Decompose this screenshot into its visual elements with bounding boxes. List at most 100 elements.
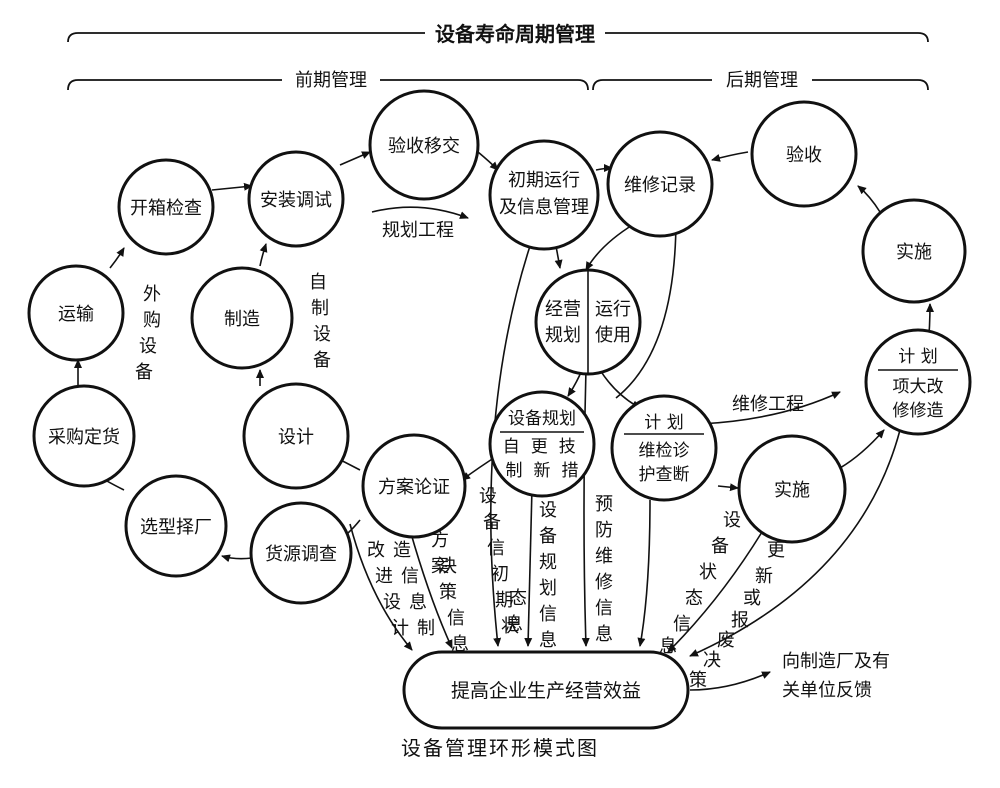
edge-center-goal	[581, 369, 590, 647]
col-1-char-1: 自	[503, 437, 520, 457]
node-xuanxing-label: 选型择厂	[140, 517, 212, 538]
label-shebei-guihua-xinxi-char: 息	[539, 630, 557, 651]
node-jihua2[interactable]: 计 划 项大改 修修造	[864, 328, 972, 436]
label-shebei-guihua-xinxi: 设备规划信息	[539, 500, 557, 651]
edge-jihua2-goal	[689, 429, 901, 657]
edge-huoyuan-xuanxing	[221, 554, 253, 563]
node-zhizao[interactable]: 制造	[190, 266, 294, 370]
label-fangan-juece-char: 息	[451, 634, 469, 655]
edge-center-jihua	[599, 369, 641, 409]
label-zizhi-char: 设	[313, 324, 331, 345]
edge-weixiu-jilu-center	[585, 223, 635, 271]
edge-shishi2-jihua2	[839, 429, 885, 469]
node-fangan[interactable]: 方案论证	[361, 433, 467, 539]
node-sheji[interactable]: 设计	[242, 382, 350, 490]
node-shebei-guihua-col-3: 技 措	[559, 437, 581, 481]
node-anzhuang[interactable]: 安装调试	[247, 150, 345, 248]
node-jihua2-title: 计 划	[898, 347, 937, 367]
node-caigou[interactable]: 采购定货	[32, 384, 136, 488]
label-waigou-char: 购	[143, 310, 161, 331]
node-shishi2[interactable]: 实施	[737, 434, 847, 544]
node-center-split[interactable]: 经营 规划 运行 使用	[534, 268, 642, 376]
label-shebei-chuqi-char: 期	[495, 590, 513, 611]
node-yunxing-label-1: 运行	[595, 299, 631, 320]
col-2-char-2: 新	[534, 461, 551, 481]
node-kaixiang-label: 开箱检查	[130, 198, 202, 219]
node-goal-label: 提高企业生产经营效益	[451, 680, 641, 702]
node-yanshou1-label: 验收移交	[388, 136, 460, 157]
label-fangan-juece-char: 方	[431, 530, 449, 551]
node-shebei-guihua[interactable]: 设备规划 自 制 更 新 技 措	[488, 390, 596, 498]
node-anzhuang-label: 安装调试	[260, 190, 332, 211]
edge-jihua-shishi2	[717, 483, 739, 492]
diagram-caption: 设备管理环形模式图	[401, 736, 599, 760]
node-yanshou2[interactable]: 验收	[750, 100, 858, 208]
col-2-char-1: 更	[531, 437, 548, 457]
edge-yanshou2-weixiu-jilu	[711, 151, 749, 162]
node-fangan-label: 方案论证	[378, 477, 450, 498]
node-yanshou2-label: 验收	[786, 145, 822, 166]
edge-zhizao-anzhuang	[259, 243, 268, 267]
label-guihua-gongcheng: 规划工程	[382, 220, 454, 241]
node-yunshu[interactable]: 运输	[27, 264, 125, 362]
node-kaixiang[interactable]: 开箱检查	[117, 158, 215, 256]
label-shebei-chuqi-char: 息	[505, 614, 523, 635]
node-chuqi-label-2: 及信息管理	[499, 197, 589, 218]
node-weixiu-jilu[interactable]: 维修记录	[606, 130, 714, 238]
label-shebei-guihua-xinxi-char: 规	[539, 552, 557, 573]
node-chuqi-label-1: 初期运行	[508, 170, 580, 191]
node-chuqi[interactable]: 初期运行 及信息管理	[488, 139, 600, 251]
node-jingying-label-2: 规划	[545, 325, 581, 346]
node-goal[interactable]: 提高企业生产经营效益	[402, 650, 690, 730]
early-management-header: 前期管理	[67, 66, 589, 91]
edge-shebei-guihua-goal	[524, 487, 533, 647]
early-management-title: 前期管理	[295, 70, 367, 91]
label-gengxin-baofei-char: 策	[689, 670, 707, 691]
label-feedback-2: 关单位反馈	[782, 680, 872, 701]
label-zhizao-xinxi-char: 息	[409, 592, 427, 613]
label-fangan-juece-char: 策	[439, 582, 457, 603]
label-shebei-zhuangtai-char: 备	[711, 536, 729, 557]
edge-fangan-goal-2	[409, 529, 453, 649]
edge-anzhuang-yanshou	[339, 151, 371, 166]
edge-chuqi-center	[554, 245, 563, 269]
label-yufang-weixiu-char: 息	[595, 624, 613, 645]
label-shebei-chuqi-char: 初	[491, 564, 509, 585]
label-shebei-zhuangtai-char: 态	[685, 588, 703, 609]
node-caigou-label: 采购定货	[48, 427, 120, 448]
label-yufang-weixiu-char: 修	[595, 572, 613, 593]
label-zizhi-char: 备	[313, 350, 331, 371]
label-zizhi-char: 自	[309, 272, 327, 293]
col-3-char-1: 技	[559, 437, 576, 457]
node-shishi1[interactable]: 实施	[861, 198, 967, 304]
label-shebei-guihua-xinxi-char: 设	[539, 500, 557, 521]
label-shebei-guihua-xinxi-char: 备	[539, 526, 557, 547]
node-sheji-label: 设计	[278, 427, 314, 448]
label-fangan-juece-char: 信	[447, 608, 465, 629]
label-waigou-char: 设	[139, 336, 157, 357]
lifecycle-header: 设备寿命周期管理	[67, 20, 929, 46]
node-xuanxing[interactable]: 选型择厂	[124, 474, 228, 578]
label-shebei-chuqi-char: 状	[501, 616, 519, 637]
node-shebei-guihua-col-2: 更 新	[531, 437, 553, 481]
label-waigou: 外购设备	[135, 284, 161, 383]
edge-fangan-goal	[349, 523, 413, 651]
edge-yanshou-chuqi	[477, 151, 499, 171]
label-gengxin-baofei-char: 报	[731, 610, 749, 631]
node-huoyuan-label: 货源调查	[265, 544, 337, 565]
node-huoyuan[interactable]: 货源调查	[249, 501, 353, 605]
edge-weixiu-loop	[615, 217, 677, 399]
label-gaijin-sheji-char: 计	[391, 618, 409, 639]
late-management-header: 后期管理	[592, 66, 929, 91]
node-yanshou1[interactable]: 验收移交	[368, 89, 480, 201]
label-yufang-weixiu-char: 防	[595, 520, 613, 541]
label-feedback-1: 向制造厂及有	[782, 651, 890, 672]
node-jihua-line-1: 维检诊	[639, 441, 690, 461]
late-management-title: 后期管理	[726, 70, 798, 91]
edge-guihua-gongcheng	[371, 206, 469, 219]
label-zhizao-xinxi-char: 制	[417, 618, 435, 639]
label-fangan-juece-char: 案	[431, 556, 449, 577]
label-shebei-zhuangtai-char: 息	[659, 636, 677, 657]
node-jihua[interactable]: 计 划 维检诊 护查断	[610, 394, 718, 502]
